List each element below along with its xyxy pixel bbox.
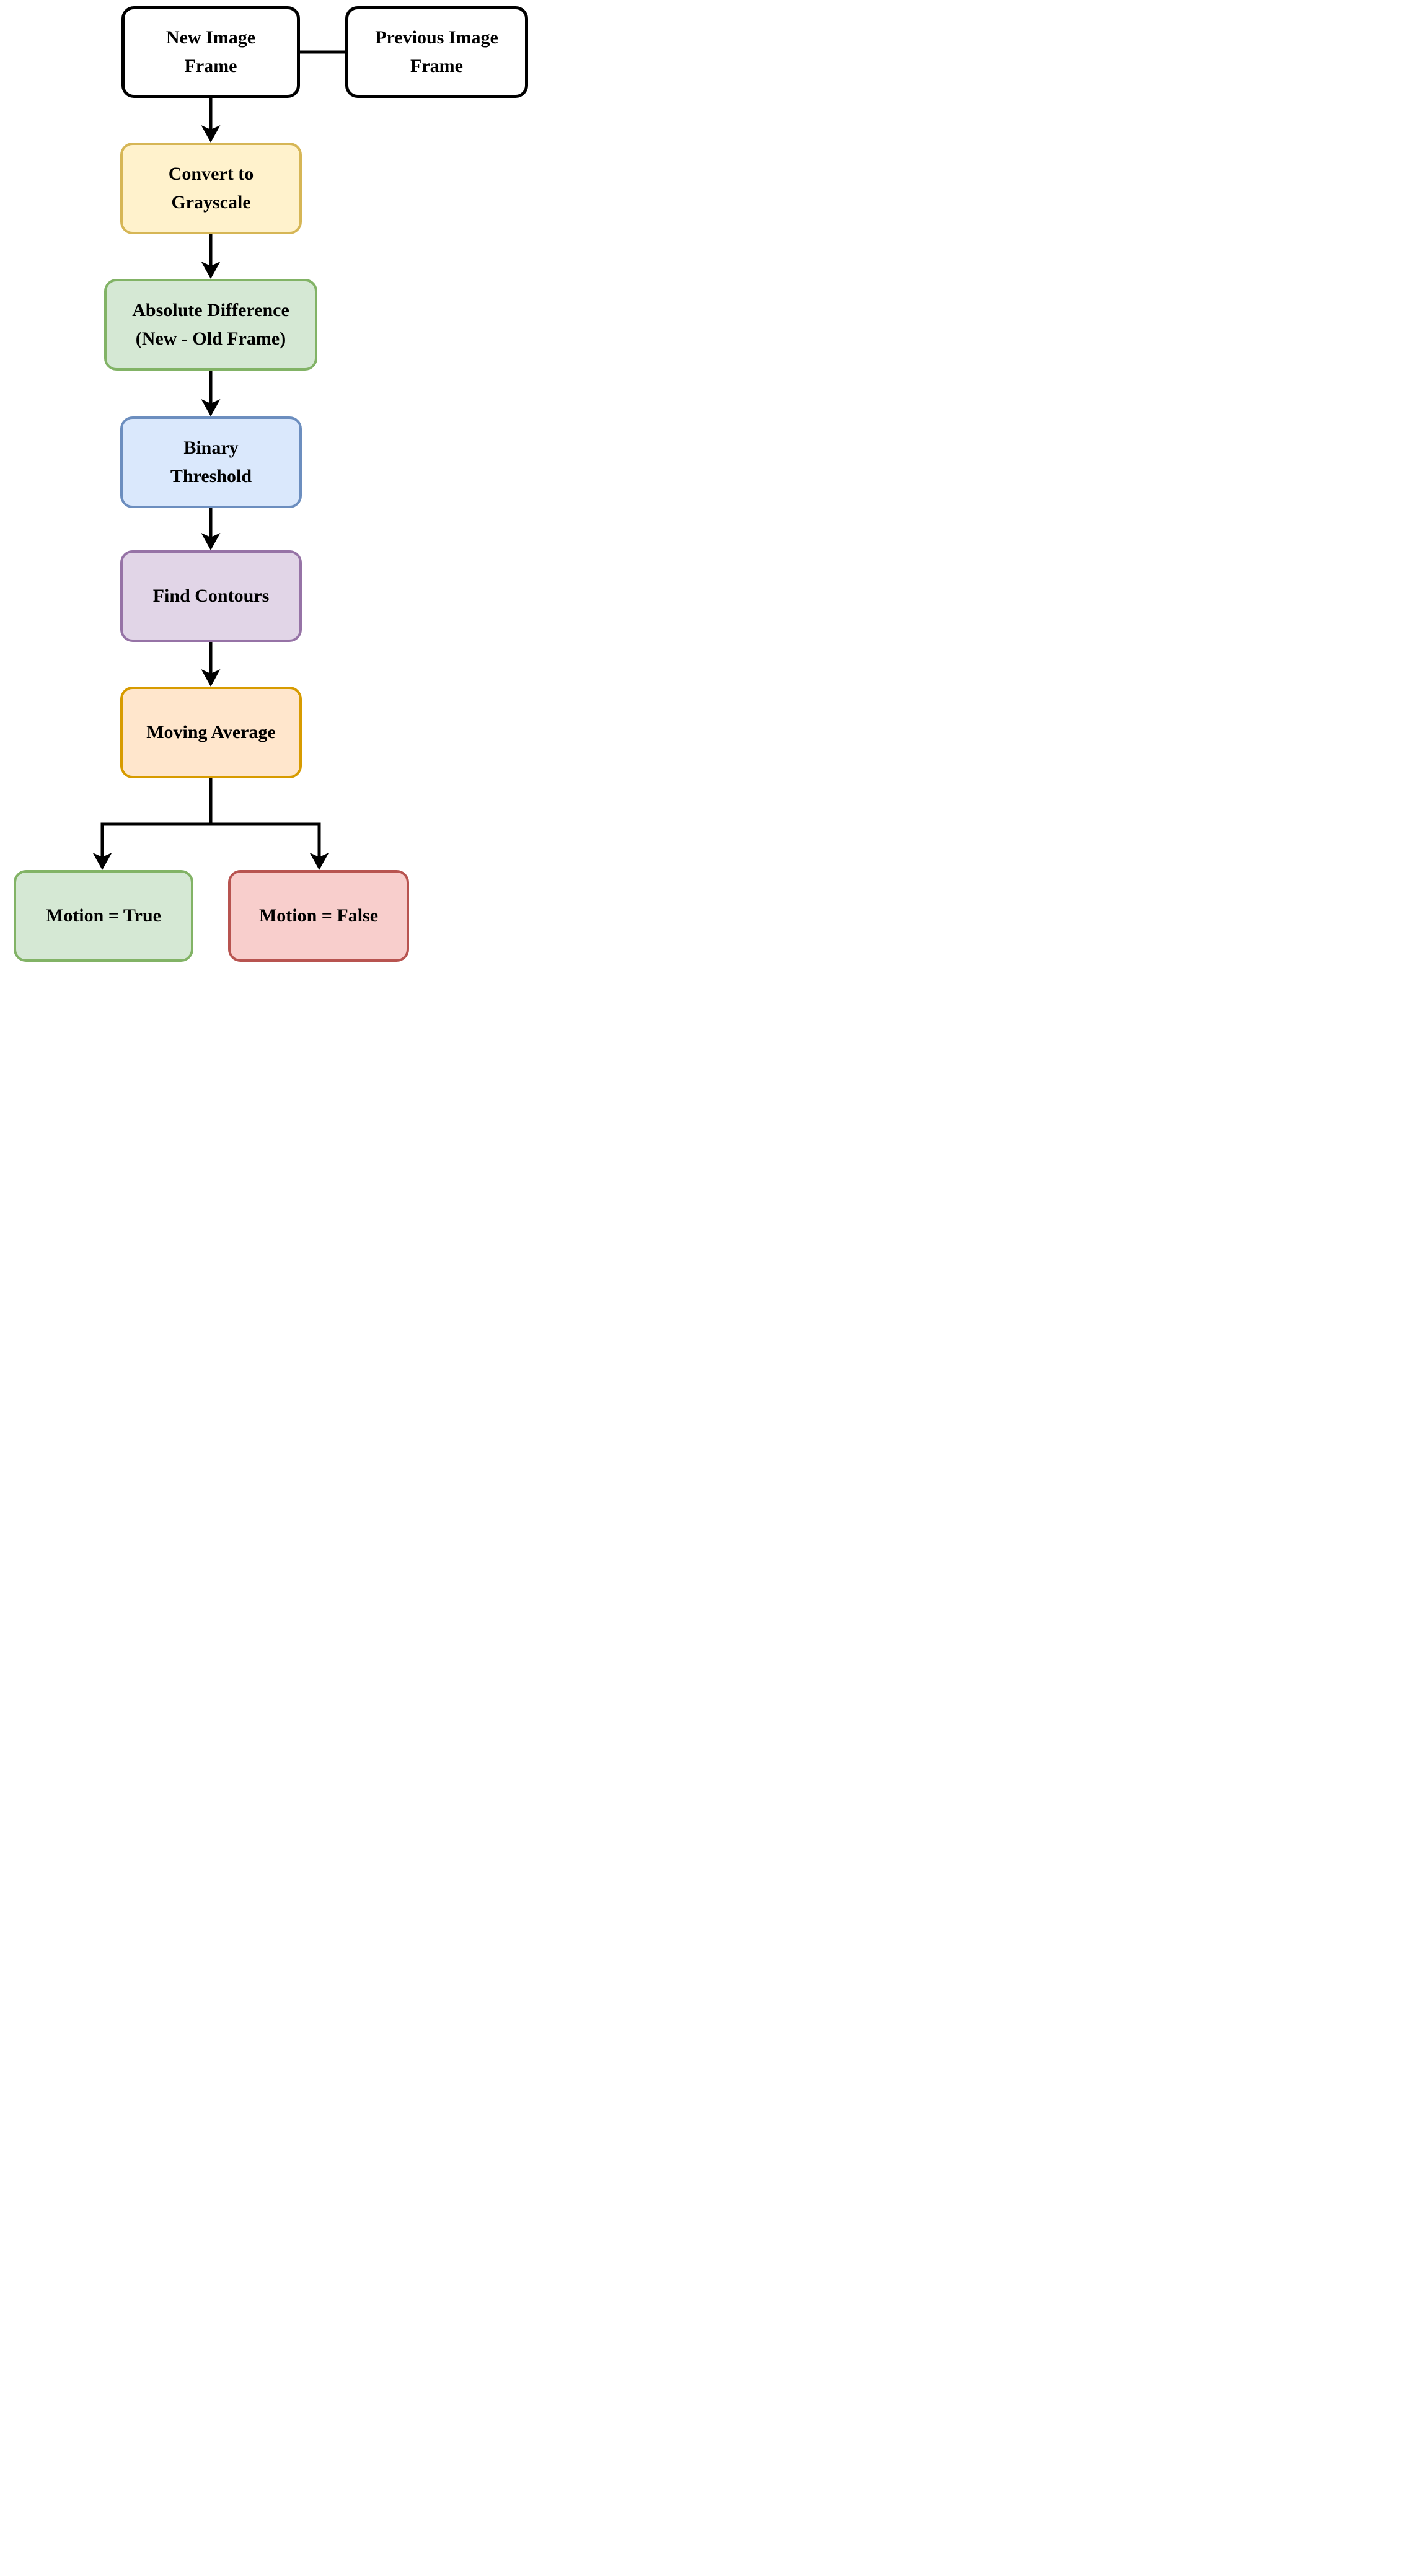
node-find-contours: Find Contours [120, 550, 302, 642]
arrowhead-icon [309, 853, 329, 870]
node-convert-to-grayscale: Convert to Grayscale [120, 143, 302, 234]
node-motion-true: Motion = True [14, 870, 193, 962]
node-binary-threshold: Binary Threshold [120, 416, 302, 508]
node-label: Binary Threshold [170, 437, 252, 487]
edge-contours-to-average [201, 642, 221, 687]
node-label: Moving Average [146, 721, 276, 742]
edge-absdiff-to-threshold [201, 371, 221, 416]
node-label: Motion = False [258, 905, 379, 926]
edge-threshold-to-contours [201, 508, 221, 550]
node-label: Absolute Difference (New - Old Frame) [132, 299, 289, 349]
arrowhead-icon [201, 669, 221, 687]
node-moving-average: Moving Average [120, 687, 302, 778]
arrowhead-icon [201, 399, 221, 416]
edge-grayscale-to-absdiff [201, 234, 221, 279]
node-previous-image-frame: Previous Image Frame [345, 6, 528, 98]
arrowhead-icon [201, 262, 221, 279]
edge-average-branch [92, 778, 329, 870]
node-absolute-difference: Absolute Difference (New - Old Frame) [104, 279, 317, 371]
node-label: Find Contours [152, 585, 270, 606]
arrowhead-icon [201, 533, 221, 550]
edge-new-to-grayscale [201, 98, 221, 143]
node-label: Previous Image Frame [375, 27, 498, 77]
node-label: Motion = True [46, 905, 161, 926]
node-motion-false: Motion = False [228, 870, 409, 962]
arrowhead-icon [92, 853, 112, 870]
node-label: New Image Frame [165, 27, 256, 77]
flowchart-canvas: New Image Frame Previous Image Frame Con… [0, 0, 536, 973]
node-label: Convert to Grayscale [168, 163, 254, 213]
arrowhead-icon [201, 125, 221, 143]
node-new-image-frame: New Image Frame [121, 6, 300, 98]
